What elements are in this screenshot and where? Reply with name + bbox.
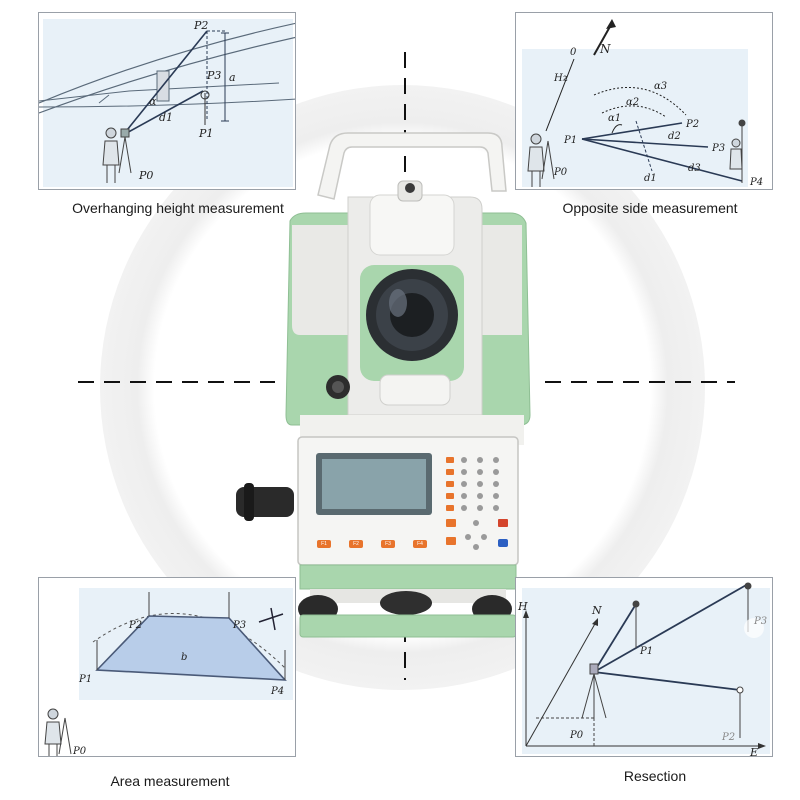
label-a1: α1 bbox=[608, 113, 621, 124]
label-p3: P3 bbox=[753, 616, 767, 627]
caption-opposite: Opposite side measurement bbox=[562, 200, 738, 216]
caption-overhanging: Overhanging height measurement bbox=[72, 200, 284, 216]
label-p1: P1 bbox=[639, 646, 653, 657]
label-p1: P1 bbox=[198, 127, 213, 140]
label-p0: P0 bbox=[138, 169, 153, 182]
label-a: a bbox=[229, 71, 236, 84]
label-d1: d1 bbox=[644, 173, 657, 184]
label-d3: d3 bbox=[688, 163, 701, 174]
overhanging-height-panel: P2 P3 P1 P0 α d1 a bbox=[38, 12, 296, 190]
label-d2: d2 bbox=[668, 131, 681, 142]
label-zero: 0 bbox=[570, 47, 577, 58]
label-p1: P1 bbox=[563, 135, 577, 146]
label-p0: P0 bbox=[72, 746, 87, 757]
label-e: E bbox=[749, 746, 758, 757]
f3-key[interactable]: F3 bbox=[381, 540, 395, 548]
label-p2: P2 bbox=[685, 119, 699, 130]
label-hz: Hz bbox=[553, 73, 569, 84]
label-alpha: α bbox=[149, 95, 157, 108]
label-b: b bbox=[181, 652, 187, 663]
total-station-instrument bbox=[236, 132, 531, 638]
caption-resection: Resection bbox=[623, 768, 687, 784]
label-p4: P4 bbox=[270, 686, 284, 697]
label-n: N bbox=[591, 604, 602, 617]
label-p4: P4 bbox=[749, 177, 763, 188]
area-measurement-panel: P1 P2 P3 P4 b P0 bbox=[38, 577, 296, 757]
label-p0: P0 bbox=[569, 730, 584, 741]
label-p1: P1 bbox=[78, 674, 92, 685]
f2-key[interactable]: F2 bbox=[349, 540, 363, 548]
label-p2: P2 bbox=[721, 732, 735, 743]
label-p3: P3 bbox=[232, 620, 246, 631]
resection-panel: H N E P1 P2 P3 P0 bbox=[515, 577, 773, 757]
f1-key[interactable]: F1 bbox=[317, 540, 331, 548]
label-a2: α2 bbox=[626, 97, 639, 108]
label-north: N bbox=[599, 42, 611, 56]
label-p2: P2 bbox=[193, 19, 208, 32]
label-a3: α3 bbox=[654, 81, 667, 92]
label-h: H bbox=[517, 600, 528, 613]
label-p0: P0 bbox=[553, 167, 568, 178]
f4-key[interactable]: F4 bbox=[413, 540, 427, 548]
opposite-side-panel: 0 N Hz P1 P2 P3 P4 P0 α1 α2 α3 d1 d2 d3 bbox=[515, 12, 773, 190]
label-d1: d1 bbox=[159, 111, 173, 124]
caption-area: Area measurement bbox=[110, 773, 230, 789]
label-p3: P3 bbox=[711, 143, 725, 154]
label-p3: P3 bbox=[206, 69, 221, 82]
label-p2: P2 bbox=[128, 620, 142, 631]
